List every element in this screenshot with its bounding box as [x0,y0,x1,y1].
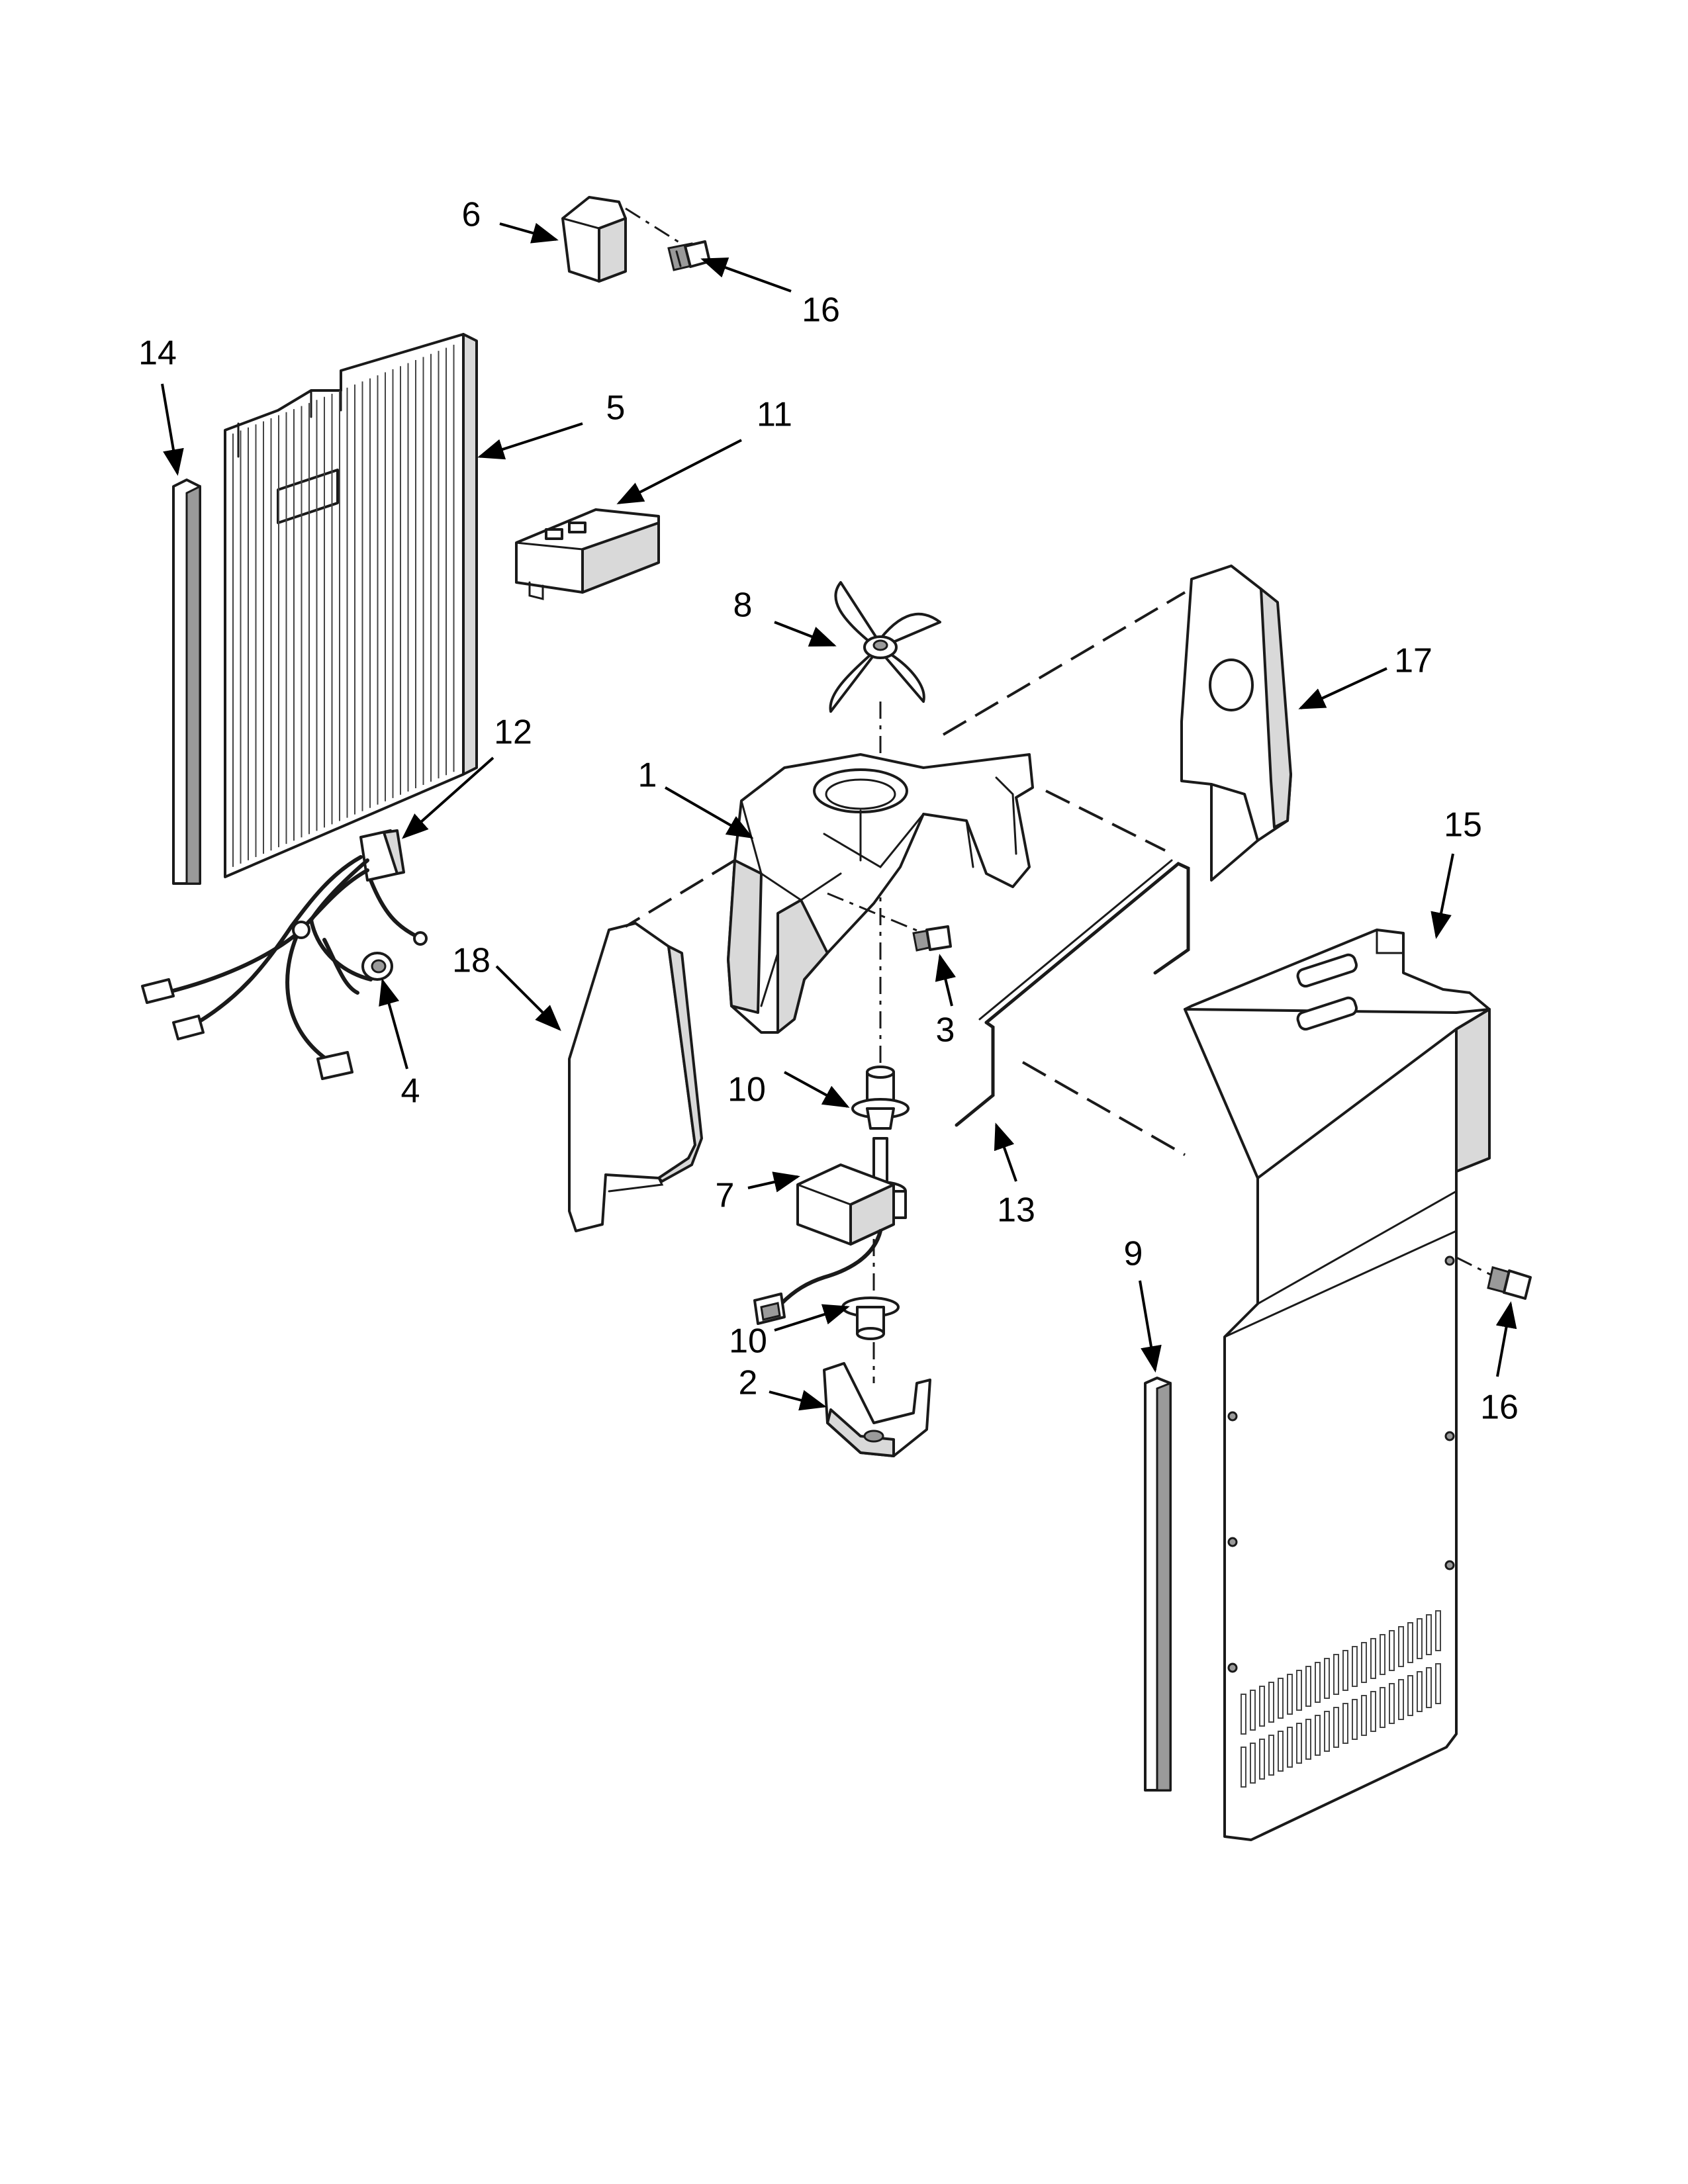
vent-slot [1278,1731,1284,1772]
vent-slot [1278,1678,1284,1719]
vent-slot [1268,1735,1274,1776]
vent-slot [1305,1666,1311,1707]
part-6-cap [561,196,627,283]
vent-slot [1324,1711,1330,1752]
vent-slot [1296,1670,1302,1711]
vent-slot [1250,1743,1256,1784]
vent-slot [1361,1695,1367,1736]
label-16-lower: 16 [1480,1388,1519,1427]
vent-slot [1380,1687,1385,1728]
part-15-rear-panel [1184,929,1497,1841]
part-5-evaporator-cover [224,333,478,878]
part-2-motor-bracket [823,1362,931,1457]
part-11-bracket [515,508,660,600]
part-13-wire-rod [955,859,1190,1127]
vent-slot [1389,1630,1395,1671]
vent-slot [1398,1626,1404,1667]
label-1: 1 [638,756,657,795]
vent-slot [1352,1699,1358,1740]
vent-slot [1287,1674,1293,1715]
part-16-screw-upper [667,240,711,271]
label-10-lower: 10 [729,1322,767,1361]
vent-slot [1380,1634,1385,1675]
label-13: 13 [997,1191,1035,1230]
label-4: 4 [401,1072,420,1111]
vent-slot [1398,1679,1404,1720]
label-5: 5 [606,389,626,428]
vent-slot [1389,1683,1395,1724]
vent-slot [1370,1691,1376,1732]
part-17-duct-panel [1180,565,1292,882]
label-11: 11 [757,396,792,434]
callout-leaders [161,222,1517,1411]
part-12-wire-harness [141,829,428,1080]
vent-slot [1268,1682,1274,1723]
vent-slot [1241,1747,1246,1788]
vent-slot [1417,1618,1423,1659]
vent-slot [1370,1638,1376,1679]
label-10-upper: 10 [727,1071,766,1109]
vent-slot [1324,1658,1330,1699]
vent-slot [1305,1719,1311,1760]
vent-slot [1417,1671,1423,1712]
vent-slot [1315,1662,1321,1703]
part-14-seal-strip [172,478,201,885]
part-16-screw-lower [1487,1266,1532,1300]
vent-slot [1333,1654,1339,1695]
vent-slot [1333,1707,1339,1748]
vent-slot [1342,1703,1348,1744]
vent-slot [1352,1646,1358,1687]
vent-slot [1296,1723,1302,1764]
label-17: 17 [1394,642,1432,680]
part-18-duct-panel [568,922,703,1232]
part-3-screw [827,892,952,952]
vent-slot [1259,1739,1265,1780]
part-10-grommet-lower [841,1297,900,1340]
vent-slot [1342,1650,1348,1691]
vent-slot [1361,1642,1367,1683]
label-3: 3 [936,1011,955,1050]
label-18: 18 [452,942,491,980]
vent-slot [1407,1622,1413,1663]
vent-slot [1435,1663,1441,1704]
part-10-grommet-upper [851,1066,910,1130]
part-9-seal-strip [1144,1377,1172,1792]
part-1-fan-housing [727,753,1034,1034]
label-9: 9 [1124,1235,1143,1273]
part-7-fan-motor [753,1137,907,1325]
vent-slot [1426,1614,1432,1655]
vent-slot [1287,1727,1293,1768]
vent-slot [1407,1675,1413,1716]
part-8-fan-blade [829,581,941,713]
label-2: 2 [739,1364,758,1402]
label-6: 6 [462,196,481,234]
vent-slot [1315,1715,1321,1756]
label-8: 8 [733,586,753,625]
vent-slot [1259,1686,1265,1727]
label-15: 15 [1444,806,1482,844]
vent-slot [1426,1667,1432,1708]
vent-slot [1435,1610,1441,1651]
label-12: 12 [494,713,532,752]
label-14: 14 [138,334,177,373]
label-16-upper: 16 [802,291,840,330]
callout-labels: 6 16 14 5 11 8 17 1 12 15 18 4 3 10 13 7… [138,196,1519,1427]
vent-slot [1250,1690,1256,1731]
vent-slot [1241,1694,1246,1735]
label-7: 7 [716,1177,735,1215]
